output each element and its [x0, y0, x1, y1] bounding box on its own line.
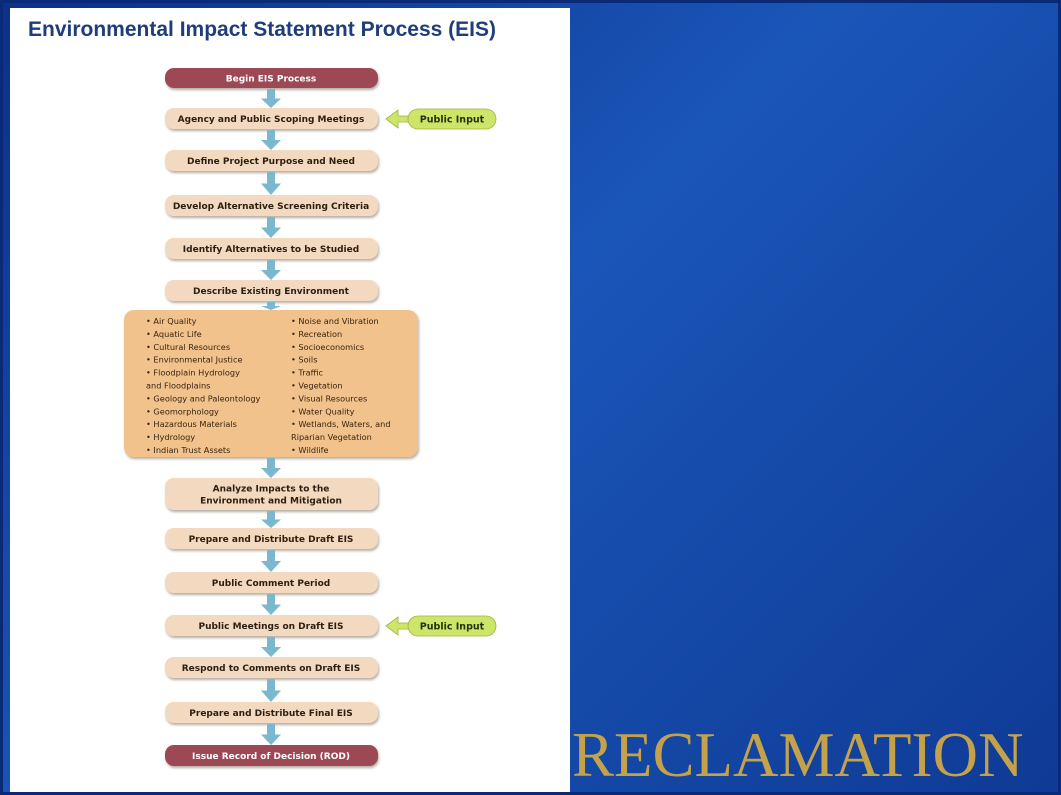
resource-item: • Recreation — [291, 329, 342, 339]
resource-item: • Air Quality — [146, 316, 197, 326]
public-input-label-0: Public Input — [420, 115, 485, 126]
later-step-node-4-label: Public Meetings on Draft EIS — [198, 622, 343, 632]
later-step-node-6 — [165, 702, 378, 723]
later-step-node-4 — [165, 615, 378, 636]
step-node-5-label: Describe Existing Environment — [193, 287, 350, 297]
public-input-pill-1 — [407, 615, 497, 637]
step-node-5 — [165, 280, 378, 301]
resource-item: • Water Quality — [291, 406, 355, 416]
flow-arrow-12 — [261, 724, 281, 745]
flow-arrow-0 — [261, 89, 281, 108]
resource-item: • Wildlife — [291, 445, 329, 455]
resource-item: • Noise and Vibration — [291, 316, 379, 326]
resource-item: • Aquatic Life — [146, 329, 202, 339]
resource-item: • Geology and Paleontology — [146, 393, 261, 403]
step-node-3-label: Develop Alternative Screening Criteria — [173, 202, 369, 212]
step-node-4 — [165, 238, 378, 259]
flow-arrow-7 — [261, 511, 281, 528]
begin-node — [165, 68, 378, 88]
reclamation-logo: RECLAMATION — [572, 720, 1024, 790]
resource-item: • Socioeconomics — [291, 342, 364, 352]
later-step-node-5 — [165, 657, 378, 678]
resource-item: • Visual Resources — [291, 393, 367, 403]
later-step-node-5-label: Respond to Comments on Draft EIS — [182, 664, 361, 674]
end-node-label: Issue Record of Decision (ROD) — [192, 752, 350, 762]
resource-item: • Hydrology — [146, 432, 195, 442]
flow-arrow-5 — [261, 302, 281, 310]
later-step-node-1-label: Analyze Impacts to the — [213, 485, 330, 495]
step-node-4-label: Identify Alternatives to be Studied — [183, 245, 359, 255]
resource-item: • Indian Trust Assets — [146, 445, 230, 455]
flow-arrow-2 — [261, 172, 281, 195]
step-node-3 — [165, 195, 378, 216]
later-step-node-1-label: Environment and Mitigation — [200, 497, 342, 507]
flow-arrow-1 — [261, 130, 281, 150]
end-node — [165, 745, 378, 766]
step-node-2 — [165, 150, 378, 171]
resource-item: • Cultural Resources — [146, 342, 230, 352]
later-step-node-3-label: Public Comment Period — [212, 579, 330, 589]
begin-node-label: Begin EIS Process — [226, 75, 317, 85]
resource-item: • Traffic — [291, 368, 323, 378]
step-node-1 — [165, 108, 378, 129]
later-step-node-2 — [165, 528, 378, 549]
resource-item: • Wetlands, Waters, and — [291, 419, 391, 429]
flow-arrow-10 — [261, 637, 281, 657]
resource-item: • Vegetation — [291, 381, 343, 391]
resources-box — [124, 310, 418, 457]
resource-item: Riparian Vegetation — [291, 432, 372, 442]
resource-item: • Soils — [291, 355, 317, 365]
step-node-1-label: Agency and Public Scoping Meetings — [178, 115, 365, 125]
flow-arrow-3 — [261, 217, 281, 238]
later-step-node-1 — [165, 478, 378, 510]
later-step-node-2-label: Prepare and Distribute Draft EIS — [189, 535, 354, 545]
slide-title: Environmental Impact Statement Process (… — [28, 18, 496, 41]
public-input-pill-0 — [407, 108, 497, 130]
resource-item: • Environmental Justice — [146, 355, 243, 365]
flow-arrow-9 — [261, 594, 281, 615]
step-node-2-label: Define Project Purpose and Need — [187, 157, 355, 167]
resource-item: • Floodplain Hydrology — [146, 368, 240, 378]
later-step-node-3 — [165, 572, 378, 593]
resource-item: • Geomorphology — [146, 406, 219, 416]
flow-arrow-11 — [261, 679, 281, 702]
public-input-label-1: Public Input — [420, 622, 485, 633]
resource-item: and Floodplains — [146, 381, 210, 391]
resource-item: • Hazardous Materials — [146, 419, 237, 429]
flow-arrow-4 — [261, 260, 281, 280]
flow-arrow-8 — [261, 550, 281, 572]
flow-arrow-6 — [261, 458, 281, 478]
later-step-node-6-label: Prepare and Distribute Final EIS — [189, 709, 352, 719]
